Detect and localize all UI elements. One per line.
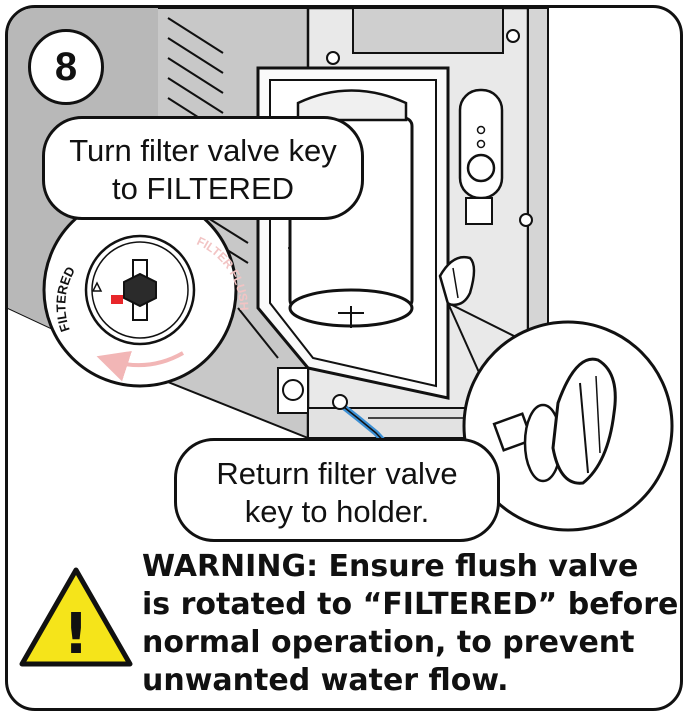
warning-exclamation: ! xyxy=(63,602,89,667)
step-number: 8 xyxy=(54,44,78,89)
callout-turn-line-2: to FILTERED xyxy=(111,171,295,206)
warning-triangle-icon xyxy=(19,567,133,667)
callout-turn-key: Turn filter valve key to FILTERED xyxy=(42,116,364,220)
flush-direction-arrow xyxy=(96,350,184,382)
button-panel xyxy=(458,88,504,225)
pointer-triangle-icon xyxy=(91,281,103,292)
dial-zoom-circle xyxy=(42,192,238,388)
valve-hex-stem xyxy=(111,259,157,321)
warning-line-1: WARNING: Ensure flush valve xyxy=(142,549,639,584)
callout-turn-line-1: Turn filter valve key xyxy=(69,133,337,168)
callout-return-line-2: key to holder. xyxy=(244,494,430,529)
warning-message: WARNING: Ensure flush valve is rotated t… xyxy=(142,548,680,700)
warning-line-4: unwanted water flow. xyxy=(142,663,509,698)
warning-line-2: is rotated to “FILTERED” before xyxy=(142,587,679,622)
step-number-badge: 8 xyxy=(28,29,104,105)
valve-key-holder xyxy=(438,255,476,307)
instruction-panel: FILTERED FILTER FLUSH ! 8 Turn filter va… xyxy=(5,5,683,711)
valve-red-indicator xyxy=(111,295,123,304)
valve-key-zoom-circle xyxy=(462,320,674,532)
warning-line-3: normal operation, to prevent xyxy=(142,625,635,660)
callout-return-key: Return filter valve key to holder. xyxy=(174,438,500,542)
callout-return-line-1: Return filter valve xyxy=(216,456,458,491)
illustration: FILTERED FILTER FLUSH ! xyxy=(8,8,674,667)
